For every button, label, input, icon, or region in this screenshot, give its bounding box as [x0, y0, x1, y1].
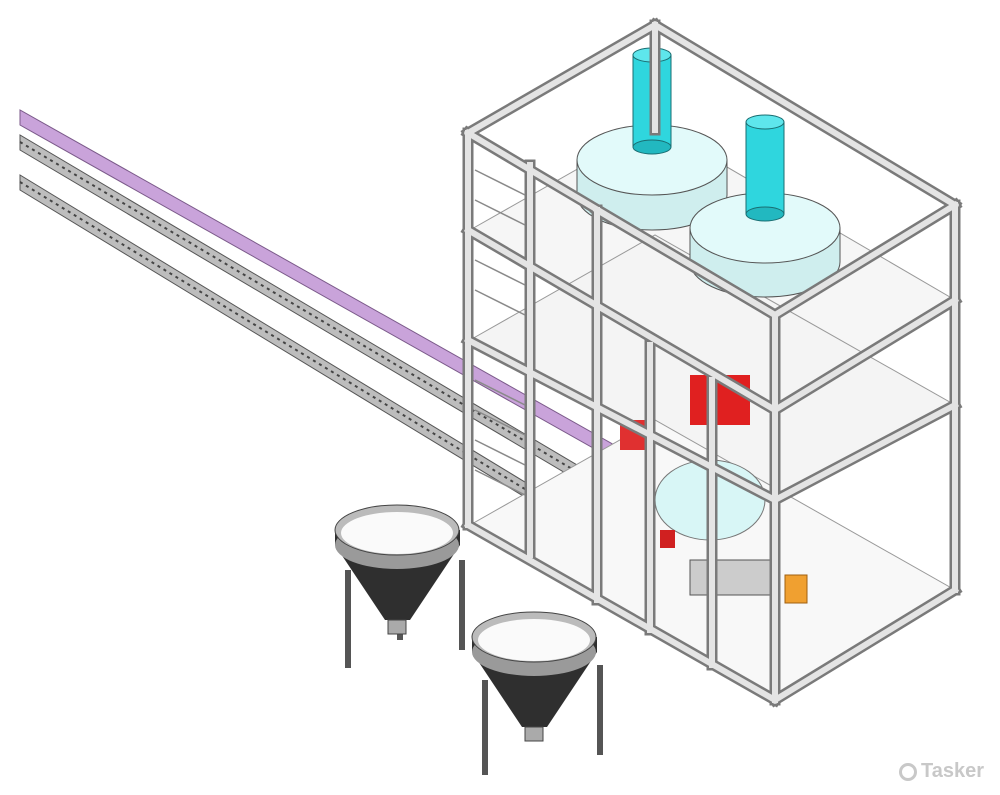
ladder [474, 169, 526, 496]
steel-frame [460, 17, 963, 708]
tasker-logo-icon [898, 762, 917, 781]
hopper-2 [471, 611, 603, 775]
tank-right [689, 114, 841, 298]
hopper-1 [334, 504, 465, 668]
watermark: Tasker [898, 760, 984, 783]
watermark-text: Tasker [920, 760, 984, 782]
